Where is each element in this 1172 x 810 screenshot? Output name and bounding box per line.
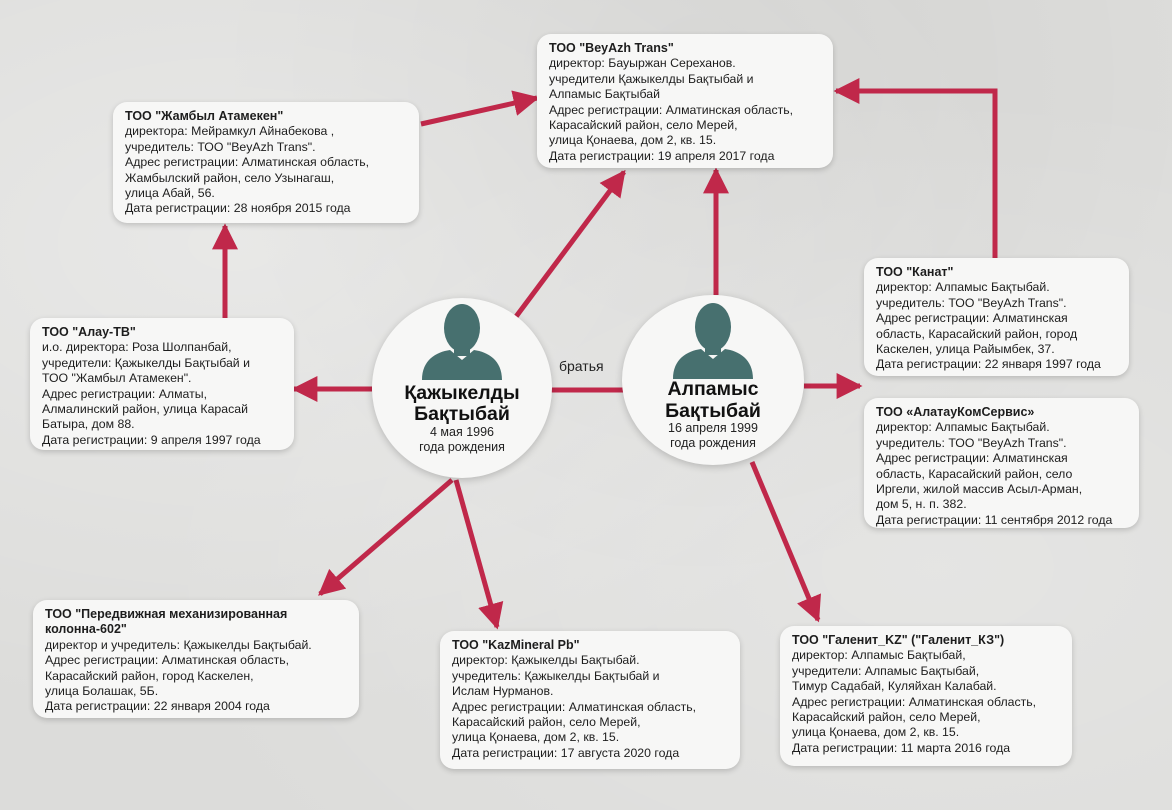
- company-title: ТОО «АлатауКомСервис»: [876, 405, 1035, 419]
- arrow-zhambyl-beyazh: [420, 90, 540, 127]
- person-silhouette-icon: [673, 303, 753, 379]
- company-title: ТОО "Передвижная механизированная: [45, 607, 288, 621]
- company-detail-line: Батыра, дом 88.: [42, 417, 135, 432]
- relation-label-brothers: братья: [559, 358, 604, 374]
- arrow-kazhykeldy-beyazh: [512, 169, 627, 320]
- arrow-kazhykeldy-kazmineral: [453, 479, 504, 630]
- company-card-beyazh-trans: ТОО "BeyAzh Trans" директор: Бауыржан Се…: [537, 34, 833, 168]
- company-detail-line: Жамбылский район, село Узынагаш,: [125, 170, 335, 185]
- company-detail-line: директор: Қажыкелды Бақтыбай.: [452, 653, 640, 668]
- company-title: колонна-602": [45, 622, 127, 637]
- person-name-line1: Қажыкелды: [404, 382, 520, 404]
- company-detail-line: Адрес регистрации: Алматинская область,: [792, 694, 1037, 709]
- person-silhouette-icon: [422, 304, 502, 380]
- company-detail-line: Дата регистрации: 22 января 1997 года: [876, 357, 1101, 372]
- company-detail-line: ТОО "Жамбыл Атамекен".: [42, 371, 192, 386]
- company-detail-line: улица Қонаева, дом 2, кв. 15.: [452, 730, 620, 745]
- company-detail-line: учредители Қажыкелды Бақтыбай и: [549, 71, 754, 86]
- company-detail-line: директор: Алпамыс Бақтыбай,: [792, 648, 966, 663]
- company-detail-line: Тимур Садабай, Куляйхан Калабай.: [792, 679, 997, 694]
- company-detail-line: дом 5, н. п. 382.: [876, 497, 967, 512]
- company-detail-line: Ислам Нурманов.: [452, 684, 554, 699]
- company-detail-line: Дата регистрации: 9 апреля 1997 года: [42, 432, 261, 447]
- company-detail-line: область, Карасайский район, село: [876, 466, 1073, 481]
- company-detail-line: улица Қонаева, дом 2, кв. 15.: [792, 725, 960, 740]
- arrow-kanat-beyazh: [833, 78, 998, 258]
- company-detail-line: Алпамыс Бақтыбай: [549, 87, 660, 102]
- company-detail-line: учредитель: ТОО "BeyAzh Trans".: [876, 295, 1067, 310]
- company-title: ТОО "Жамбыл Атамекен": [125, 109, 284, 123]
- arrow-kazhykeldy-pmk: [318, 478, 454, 596]
- person-kazhykeldy: Қажыкелды Бақтыбай 4 мая 1996 года рожде…: [372, 298, 552, 478]
- company-detail-line: Адрес регистрации: Алматинская область,: [125, 155, 370, 170]
- company-detail-line: улица Қонаева, дом 2, кв. 15.: [549, 133, 717, 148]
- person-birth-date: 16 апреля 1999: [668, 421, 758, 435]
- company-detail-line: Каскелен, улица Райымбек, 37.: [876, 342, 1055, 357]
- company-detail-line: директора: Мейрамкул Айнабекова ,: [125, 124, 335, 139]
- company-card-alau-tv: ТОО "Алау-ТВ" и.о. директора: Роза Шолпа…: [30, 318, 294, 450]
- company-detail-line: Дата регистрации: 11 сентября 2012 года: [876, 512, 1113, 527]
- company-detail-line: Адрес регистрации: Алматы,: [42, 386, 208, 401]
- company-title: ТОО "Алау-ТВ": [42, 325, 136, 339]
- company-detail-line: Адрес регистрации: Алматинская область,: [549, 102, 794, 117]
- person-name-line2: Бақтыбай: [414, 403, 510, 425]
- company-detail-line: улица Болашак, 5Б.: [45, 684, 159, 699]
- company-detail-line: Дата регистрации: 17 августа 2020 года: [452, 745, 680, 760]
- person-birth-date: 4 мая 1996: [429, 425, 495, 439]
- person-alpamys: Алпамыс Бақтыбай 16 апреля 1999 года рож…: [622, 295, 804, 465]
- company-card-alataukomservis: ТОО «АлатауКомСервис» директор: Алпамыс …: [864, 398, 1139, 528]
- company-detail-line: директор и учредитель: Қажыкелды Бақтыба…: [45, 637, 312, 652]
- company-detail-line: Дата регистрации: 22 января 2004 года: [45, 699, 270, 714]
- company-card-galenit-kz: ТОО "Галенит_KZ" ("Галенит_КЗ") директор…: [780, 626, 1072, 766]
- company-card-kazmineral-pb: ТОО "KazMineral Pb" директор: Қажыкелды …: [440, 631, 740, 769]
- company-title: ТОО "Галенит_KZ" ("Галенит_КЗ"): [792, 633, 1005, 647]
- company-title: ТОО "Канат": [876, 265, 954, 279]
- company-detail-line: Иргели, жилой массив Асыл-Арман,: [876, 482, 1083, 497]
- company-detail-line: область, Карасайский район, город: [876, 326, 1078, 341]
- company-detail-line: Адрес регистрации: Алматинская область,: [45, 653, 290, 668]
- company-detail-line: Адрес регистрации: Алматинская: [876, 311, 1068, 326]
- company-detail-line: Карасайский район, город Каскелен,: [45, 668, 254, 683]
- company-title: ТОО "BeyAzh Trans": [549, 41, 674, 55]
- company-detail-line: Алмалинский район, улица Карасай: [42, 402, 248, 417]
- company-card-zhambyl-atameken: ТОО "Жамбыл Атамекен" директора: Мейрамк…: [113, 102, 419, 223]
- company-detail-line: директор: Бауыржан Сереханов.: [549, 56, 736, 71]
- company-detail-line: Дата регистрации: 19 апреля 2017 года: [549, 148, 775, 163]
- person-birth-note: года рождения: [419, 440, 505, 454]
- company-detail-line: Дата регистрации: 11 марта 2016 года: [792, 740, 1011, 755]
- company-card-pmk-602: ТОО "Передвижная механизированная колонн…: [33, 600, 359, 718]
- company-detail-line: директор: Алпамыс Бақтыбай.: [876, 420, 1050, 435]
- company-detail-line: и.о. директора: Роза Шолпанбай,: [42, 340, 232, 355]
- company-detail-line: Адрес регистрации: Алматинская: [876, 451, 1068, 466]
- company-detail-line: директор: Алпамыс Бақтыбай.: [876, 280, 1050, 295]
- company-detail-line: учредители: Қажыкелды Бақтыбай и: [42, 355, 250, 370]
- person-name-line1: Алпамыс: [667, 378, 759, 400]
- company-detail-line: учредитель: ТОО "BeyAzh Trans".: [125, 139, 316, 154]
- person-name-line2: Бақтыбай: [665, 400, 761, 422]
- company-detail-line: Карасайский район, село Мерей,: [792, 710, 981, 725]
- company-detail-line: улица Абай, 56.: [125, 186, 215, 201]
- company-detail-line: Карасайский район, село Мерей,: [452, 715, 641, 730]
- company-detail-line: Дата регистрации: 28 ноября 2015 года: [125, 201, 351, 216]
- company-detail-line: учредители: Алпамыс Бақтыбай,: [792, 663, 980, 678]
- company-detail-line: Адрес регистрации: Алматинская область,: [452, 699, 697, 714]
- arrow-alpamys-galenit: [749, 461, 821, 623]
- company-detail-line: Карасайский район, село Мерей,: [549, 118, 738, 133]
- company-title: ТОО "KazMineral Pb": [452, 638, 580, 652]
- company-detail-line: учредитель: ТОО "BeyAzh Trans".: [876, 435, 1067, 450]
- person-birth-note: года рождения: [670, 436, 756, 450]
- company-detail-line: учредитель: Қажыкелды Бақтыбай и: [452, 668, 660, 683]
- company-card-kanat: ТОО "Канат" директор: Алпамыс Бақтыбай. …: [864, 258, 1129, 376]
